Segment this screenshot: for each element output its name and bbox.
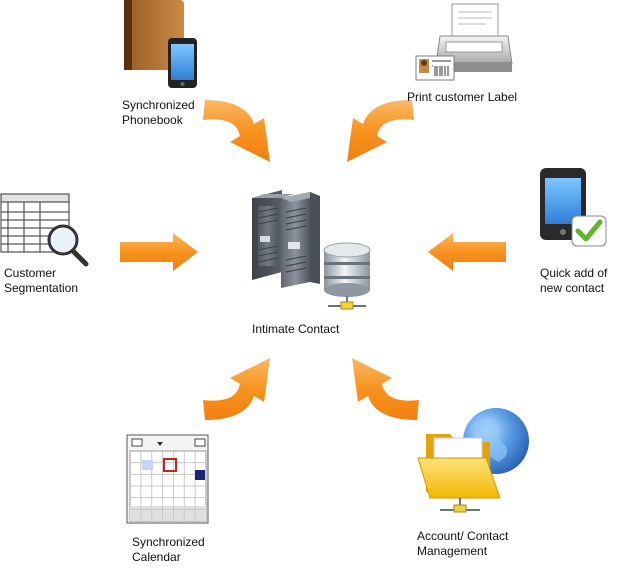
node-label-line: Calendar bbox=[132, 550, 181, 564]
node-label-line: Account/ Contact bbox=[417, 529, 509, 543]
server-database-icon bbox=[252, 190, 371, 310]
node-label-line: Phonebook bbox=[122, 113, 183, 127]
node-label-line: Quick add of bbox=[540, 266, 608, 280]
arrow-calendar-to-center bbox=[203, 358, 270, 420]
folder-globe-icon bbox=[417, 408, 529, 513]
arrow-segmentation-to-center bbox=[120, 233, 198, 271]
arrow-print-label-to-center bbox=[347, 100, 414, 162]
node-label-calendar: Synchronized Calendar bbox=[132, 535, 205, 565]
table-magnifier-icon bbox=[0, 193, 89, 267]
arrow-phonebook-to-center bbox=[203, 100, 270, 162]
phone-checkmark-icon bbox=[540, 168, 607, 247]
node-label-line: new contact bbox=[540, 281, 605, 295]
arrow-quick-add-to-center bbox=[428, 233, 506, 271]
node-label-line: Management bbox=[417, 544, 488, 558]
node-label-line: Synchronized bbox=[132, 535, 205, 549]
node-label-quick-add: Quick add of new contact bbox=[540, 266, 607, 296]
printer-label-icon bbox=[415, 3, 513, 81]
node-label-line: Print customer Label bbox=[407, 90, 518, 104]
node-label-account: Account/ Contact Management bbox=[417, 529, 508, 559]
calendar-icon bbox=[126, 434, 209, 524]
arrow-account-to-center bbox=[352, 358, 419, 420]
node-label-segmentation: Customer Segmentation bbox=[4, 266, 78, 296]
node-label-print-label: Print customer Label bbox=[407, 90, 517, 105]
node-label-line: Segmentation bbox=[4, 281, 79, 295]
node-label-line: Customer bbox=[4, 266, 57, 280]
node-label-line: Synchronized bbox=[122, 98, 195, 112]
phonebook-smartphone-icon bbox=[124, 0, 197, 88]
node-label-phonebook: Synchronized Phonebook bbox=[122, 98, 195, 128]
center-label: Intimate Contact bbox=[252, 322, 340, 336]
